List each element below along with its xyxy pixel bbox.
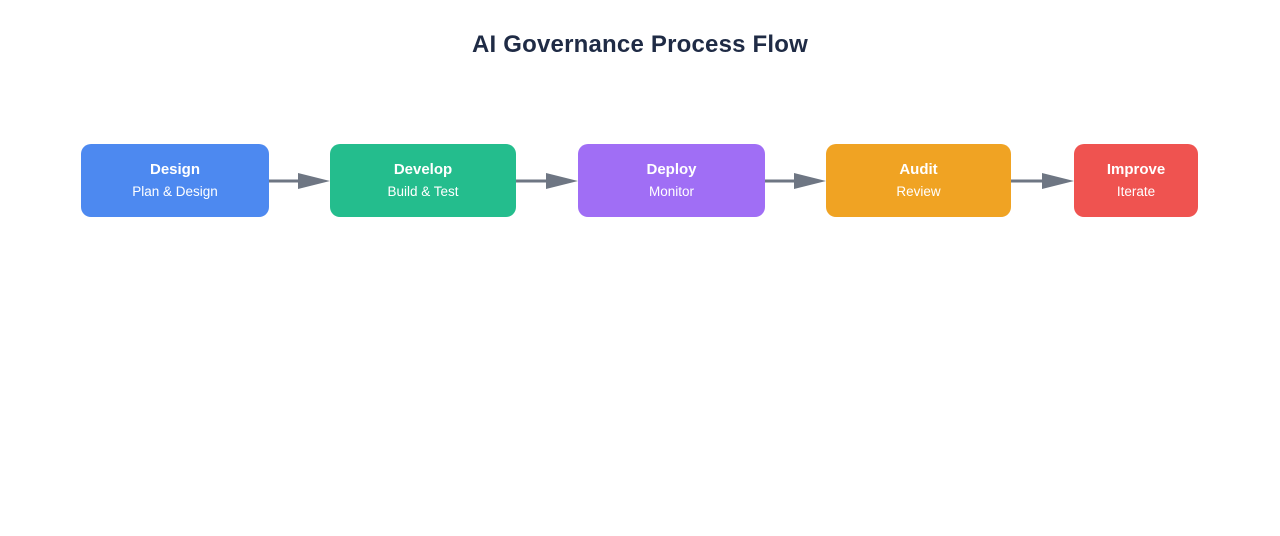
- connector-deploy-to-audit: [765, 173, 826, 189]
- flow-node-title: Audit: [899, 161, 938, 178]
- arrow-right-icon: [298, 173, 330, 189]
- flow-node-title: Design: [149, 161, 200, 178]
- page-title: AI Governance Process Flow: [472, 31, 808, 58]
- arrow-right-icon: [546, 173, 578, 189]
- flow-node-subtitle: Monitor: [648, 184, 694, 199]
- flow-node-title: Improve: [1106, 161, 1166, 178]
- flow-node-subtitle: Plan & Design: [132, 184, 218, 199]
- connector-design-to-develop: [269, 173, 330, 189]
- arrow-right-icon: [794, 173, 826, 189]
- arrow-right-icon: [1042, 173, 1074, 189]
- flow-node-title: Develop: [393, 161, 453, 178]
- connector-audit-to-improve: [1011, 173, 1074, 189]
- flow-node-title: Deploy: [646, 161, 697, 178]
- flow-node-subtitle: Iterate: [1116, 184, 1156, 199]
- flow-node-subtitle: Build & Test: [387, 184, 459, 199]
- connector-develop-to-deploy: [516, 173, 578, 189]
- flow-node-subtitle: Review: [896, 184, 941, 199]
